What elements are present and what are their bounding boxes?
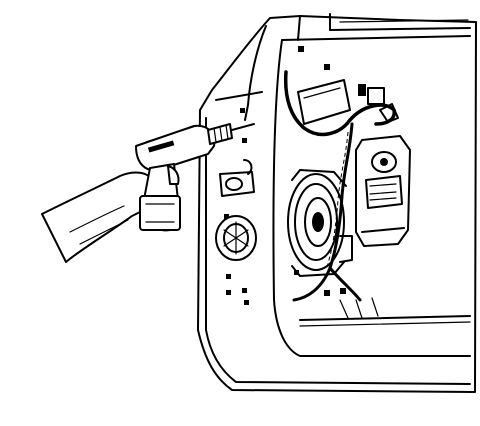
window-regulator xyxy=(355,103,411,247)
window-frame xyxy=(297,13,471,41)
wiring-harness xyxy=(283,70,396,302)
speaker-assembly xyxy=(287,169,347,277)
grommet xyxy=(215,215,257,261)
door-handle-area xyxy=(219,159,255,197)
lower-trim xyxy=(299,297,471,327)
mounting-holes xyxy=(224,46,346,305)
control-module xyxy=(297,79,385,125)
drill-icon xyxy=(135,123,255,232)
